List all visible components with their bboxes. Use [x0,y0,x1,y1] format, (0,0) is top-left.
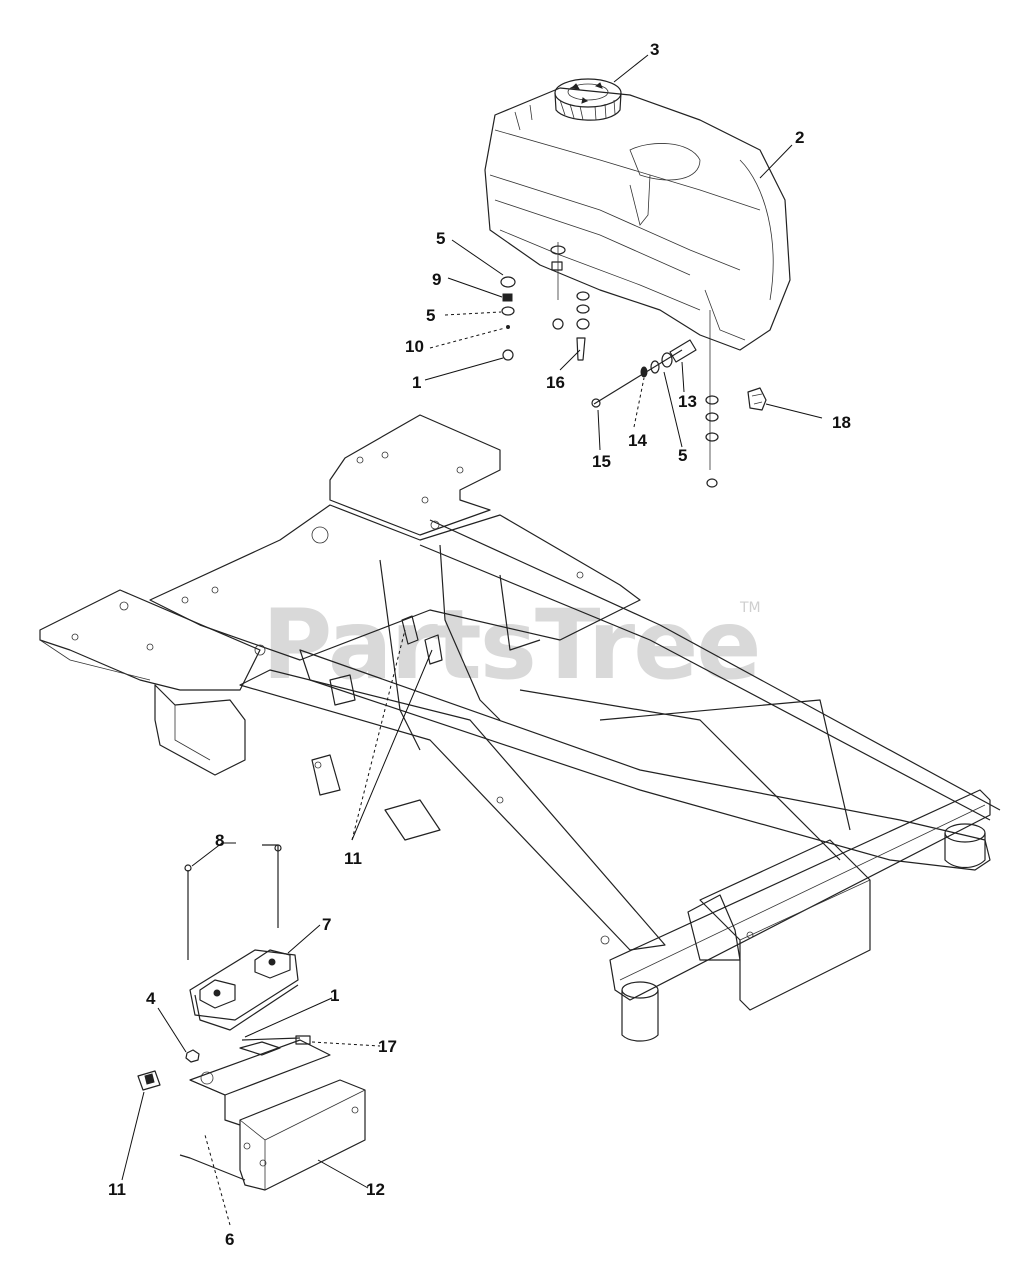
callout-5: 5 [436,229,445,248]
callout-17: 17 [378,1037,397,1056]
callout-18: 18 [832,413,851,432]
fuel-tank [484,87,791,351]
callout-1: 1 [330,986,339,1005]
callout-3: 3 [650,40,659,59]
watermark-trademark: TM [739,600,761,616]
callout-15: 15 [592,452,611,471]
callout-9: 9 [432,270,441,289]
mount-bracket [189,949,299,1031]
callout-labels: 3 2 5 9 5 10 1 16 13 18 14 5 15 11 8 7 4… [108,40,851,1249]
callout-6: 6 [225,1230,234,1249]
callout-1: 1 [412,373,421,392]
hose-clamp [747,387,767,411]
callout-14: 14 [628,431,647,450]
callout-16: 16 [546,373,565,392]
callout-4: 4 [146,989,156,1008]
clip [137,1070,161,1091]
callout-11: 11 [108,1180,126,1199]
callout-11: 11 [344,849,362,868]
callout-10: 10 [405,337,424,356]
bolt-and-fitting [239,1035,311,1056]
tank-mount-hardware [500,242,719,488]
fuel-cap [554,78,622,121]
rod-assembly [591,339,697,408]
callout-5: 5 [426,306,435,325]
callout-5: 5 [678,446,687,465]
pins [184,844,282,960]
callout-8: 8 [215,831,224,850]
nut [185,1049,200,1063]
callout-12: 12 [366,1180,385,1199]
callout-7: 7 [322,915,331,934]
callout-2: 2 [795,128,804,147]
leader-lines [121,54,823,1226]
watermark-text: PartsTree [262,589,759,701]
frame [39,414,1001,1042]
control-housing [179,1039,366,1191]
callout-13: 13 [678,392,697,411]
